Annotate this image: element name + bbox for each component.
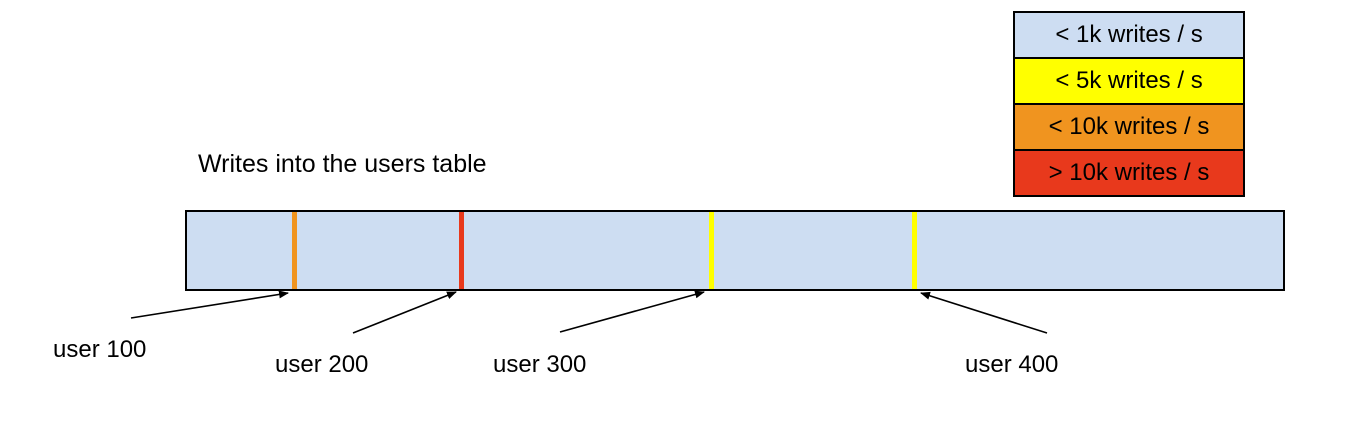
write-hotspot-user-400: [912, 212, 918, 289]
label-user-400: user 400: [965, 351, 1059, 378]
write-hotspot-user-100: [291, 212, 297, 289]
users-table-strip: [185, 210, 1285, 291]
arrow-user-300: [559, 290, 705, 333]
label-user-200: user 200: [275, 351, 369, 378]
arrow-user-400: [920, 291, 1048, 334]
legend-item-lt-10k: < 10k writes / s: [1015, 105, 1243, 151]
legend: < 1k writes / s < 5k writes / s < 10k wr…: [1013, 11, 1245, 197]
label-user-300: user 300: [493, 351, 587, 378]
arrow-user-100: [130, 290, 289, 319]
legend-item-lt-5k: < 5k writes / s: [1015, 59, 1243, 105]
legend-item-gt-10k: > 10k writes / s: [1015, 151, 1243, 195]
label-user-100: user 100: [53, 336, 147, 363]
diagram-title: Writes into the users table: [198, 150, 487, 178]
legend-item-lt-1k: < 1k writes / s: [1015, 13, 1243, 59]
write-hotspot-user-200: [458, 212, 464, 289]
write-hotspot-user-300: [709, 212, 715, 289]
arrow-user-200: [352, 291, 457, 334]
